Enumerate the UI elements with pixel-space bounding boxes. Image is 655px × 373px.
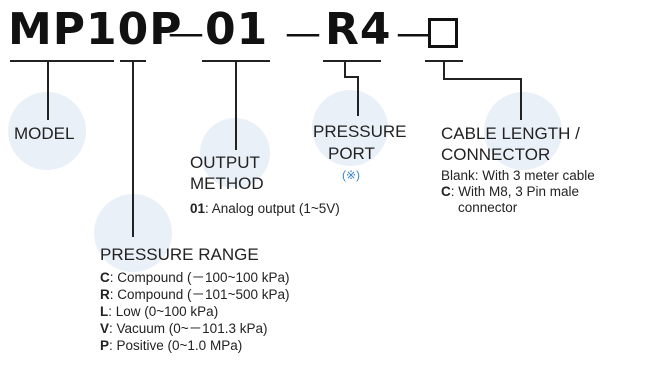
port-bubble <box>312 90 388 166</box>
connector-cable-h <box>443 78 522 80</box>
output-option-text: : Analog output (1~5V) <box>205 201 340 216</box>
port-label-line1: PRESSURE <box>313 122 407 141</box>
port-note: (※) <box>342 168 361 182</box>
cable-option-c-text: : With M8, 3 Pin male <box>450 184 580 199</box>
connector-port-v1 <box>344 60 346 78</box>
range-option-r-text: : Compound (－101~500 kPa) <box>109 287 290 302</box>
output-label-line1: OUTPUT <box>190 153 260 172</box>
range-option-v: V: Vacuum (0~－101.3 kPa) <box>100 321 400 338</box>
range-option-r-code: R <box>100 287 110 302</box>
cable-label-line1: CABLE LENGTH / <box>441 124 580 143</box>
range-option-l-text: : Low (0~100 kPa) <box>108 304 219 319</box>
output-option: 01: Analog output (1~5V) <box>190 201 420 216</box>
code-separator-1: — <box>168 13 205 54</box>
connector-output <box>235 60 237 150</box>
connector-cable-v2 <box>520 78 522 120</box>
port-label-line2: PORT <box>328 144 375 163</box>
underline-model <box>10 60 114 62</box>
code-model: MP10P <box>8 4 183 55</box>
range-options: C: Compound (－100~100 kPa) R: Compound (… <box>100 270 400 355</box>
range-option-c-text: : Compound (－100~100 kPa) <box>109 270 290 285</box>
connector-cable-v1 <box>443 60 445 80</box>
range-option-p: P: Positive (0~1.0 MPa) <box>100 338 400 355</box>
range-option-p-text: : Positive (0~1.0 MPa) <box>109 338 243 353</box>
model-label: MODEL <box>14 124 75 143</box>
range-option-v-code: V <box>100 321 110 336</box>
range-option-p-code: P <box>100 338 110 353</box>
output-label-line2: METHOD <box>190 174 264 193</box>
cable-option-c-cont: connector <box>458 200 518 215</box>
range-option-l-code: L <box>100 304 109 319</box>
range-option-l: L: Low (0~100 kPa) <box>100 304 400 321</box>
code-output: 01 <box>205 4 269 55</box>
range-option-c: C: Compound (－100~100 kPa) <box>100 270 400 287</box>
code-cable-box <box>428 18 458 48</box>
cable-bubble <box>484 92 562 170</box>
code-separator-2: — <box>285 13 322 54</box>
range-label: PRESSURE RANGE <box>100 245 259 264</box>
connector-range <box>132 60 134 237</box>
range-option-v-text: : Vacuum (0~－101.3 kPa) <box>109 321 268 336</box>
connector-port-v2 <box>357 76 359 116</box>
range-option-c-code: C <box>100 270 110 285</box>
connector-port-h <box>344 76 359 78</box>
cable-option-blank: Blank: With 3 meter cable <box>441 168 595 183</box>
underline-port <box>323 60 381 62</box>
range-option-r: R: Compound (－101~500 kPa) <box>100 287 400 304</box>
code-separator-3: — <box>396 13 433 54</box>
cable-label-line2: CONNECTOR <box>441 145 551 164</box>
connector-model <box>47 60 49 120</box>
cable-option-c: C: With M8, 3 Pin male <box>441 184 655 199</box>
code-port: R4 <box>325 4 392 55</box>
output-option-code: 01 <box>190 201 206 216</box>
cable-option-c-code: C <box>441 184 451 199</box>
